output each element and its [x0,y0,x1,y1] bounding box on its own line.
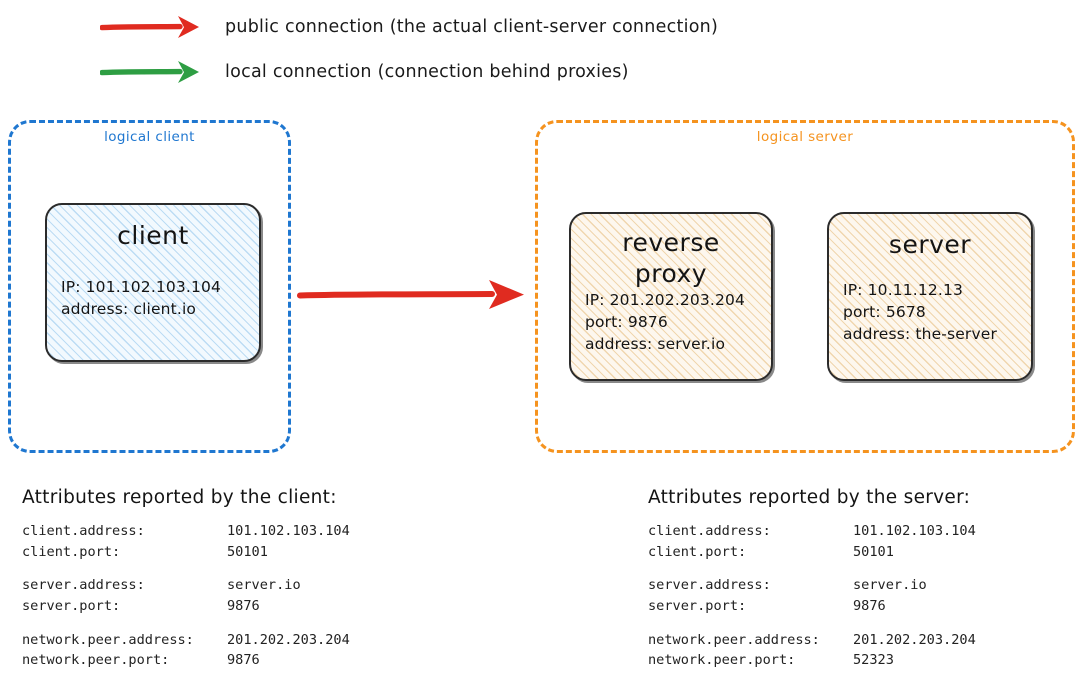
legend-row-local: local connection (connection behind prox… [99,57,800,87]
node-server-address: address: the-server [843,325,997,343]
node-server-ip: IP: 10.11.12.13 [843,281,963,299]
logical-client-label: logical client [104,129,195,145]
attributes-client: Attributes reported by the client: clien… [22,487,350,684]
node-client[interactable]: client IP: 101.102.103.104 address: clie… [45,203,261,362]
table-row: server.address: server.io [22,575,350,596]
attr-value: 52323 [853,652,894,669]
attr-value: 201.202.203.204 [227,631,350,648]
attr-value: 9876 [227,652,260,669]
logical-client-group: logical client client IP: 101.102.103.10… [8,120,291,453]
table-row: client.address: 101.102.103.104 [648,521,976,542]
table-row: server.port: 9876 [22,596,350,617]
attributes-client-title: Attributes reported by the client: [22,487,337,508]
node-client-address: address: client.io [61,300,197,318]
attr-key: server.port: [648,597,747,614]
attr-key: server.address: [648,577,771,594]
legend-row-public: public connection (the actual client-ser… [99,12,800,42]
attr-key: server.port: [22,597,121,614]
node-reverse-proxy-title: reverse proxy [622,228,720,288]
legend-label-local: local connection (connection behind prox… [225,62,629,82]
green-arrow-icon [99,57,205,91]
attr-key: network.peer.address: [22,631,194,648]
node-reverse-proxy-port: port: 9876 [585,313,668,331]
table-row: network.peer.port: 52323 [648,650,976,671]
attr-key: client.address: [648,523,771,539]
node-client-details: IP: 101.102.103.104 address: client.io [61,276,245,320]
table-row: server.address: server.io [648,575,976,596]
table-row: server.port: 9876 [648,596,976,617]
attr-group: network.peer.address: 201.202.203.204 ne… [648,630,976,671]
red-arrow-icon [99,12,205,46]
node-server-details: IP: 10.11.12.13 port: 5678 address: the-… [843,279,1017,345]
public-connection-arrow [296,275,530,319]
node-client-ip: IP: 101.102.103.104 [61,278,222,296]
attr-value: 50101 [227,543,268,560]
attr-value: server.io [853,577,927,594]
attr-value: 9876 [853,597,886,614]
attr-value: 50101 [853,543,894,560]
attr-value: 101.102.103.104 [227,523,350,539]
attr-key: network.peer.port: [648,652,796,669]
attr-key: client.port: [648,543,747,560]
logical-server-label: logical server [756,129,854,145]
node-reverse-proxy-ip: IP: 201.202.203.204 [585,291,746,309]
attr-key: network.peer.address: [648,631,820,648]
attr-value: 201.202.203.204 [853,631,976,648]
node-server-title: server [888,230,972,259]
legend-label-public: public connection (the actual client-ser… [225,17,719,37]
attr-key: client.port: [22,543,121,560]
table-row: network.peer.port: 9876 [22,650,350,671]
attr-group: client.address: 101.102.103.104 client.p… [22,521,350,562]
table-row: network.peer.address: 201.202.203.204 [648,630,976,651]
node-server[interactable]: server IP: 10.11.12.13 port: 5678 addres… [827,212,1033,381]
node-reverse-proxy-address: address: server.io [585,335,726,353]
logical-server-group: logical server reverse proxy IP: 201.202… [535,120,1075,453]
attr-key: client.address: [22,523,145,539]
attr-group: server.address: server.io server.port: 9… [648,575,976,616]
attr-value: 101.102.103.104 [853,523,976,539]
table-row: client.address: 101.102.103.104 [22,521,350,542]
table-row: client.port: 50101 [648,542,976,563]
attr-key: server.address: [22,577,145,594]
attr-group: server.address: server.io server.port: 9… [22,575,350,616]
node-reverse-proxy-details: IP: 201.202.203.204 port: 9876 address: … [585,289,757,355]
node-client-title: client [117,221,189,250]
attr-value: 9876 [227,597,260,614]
attributes-server: Attributes reported by the server: clien… [648,487,976,684]
attr-group: client.address: 101.102.103.104 client.p… [648,521,976,562]
table-row: network.peer.address: 201.202.203.204 [22,630,350,651]
attributes-server-title: Attributes reported by the server: [648,487,971,508]
node-server-port: port: 5678 [843,303,926,321]
attr-value: server.io [227,577,301,594]
node-reverse-proxy[interactable]: reverse proxy IP: 201.202.203.204 port: … [569,212,773,381]
attr-key: network.peer.port: [22,652,170,669]
attr-group: network.peer.address: 201.202.203.204 ne… [22,630,350,671]
table-row: client.port: 50101 [22,542,350,563]
